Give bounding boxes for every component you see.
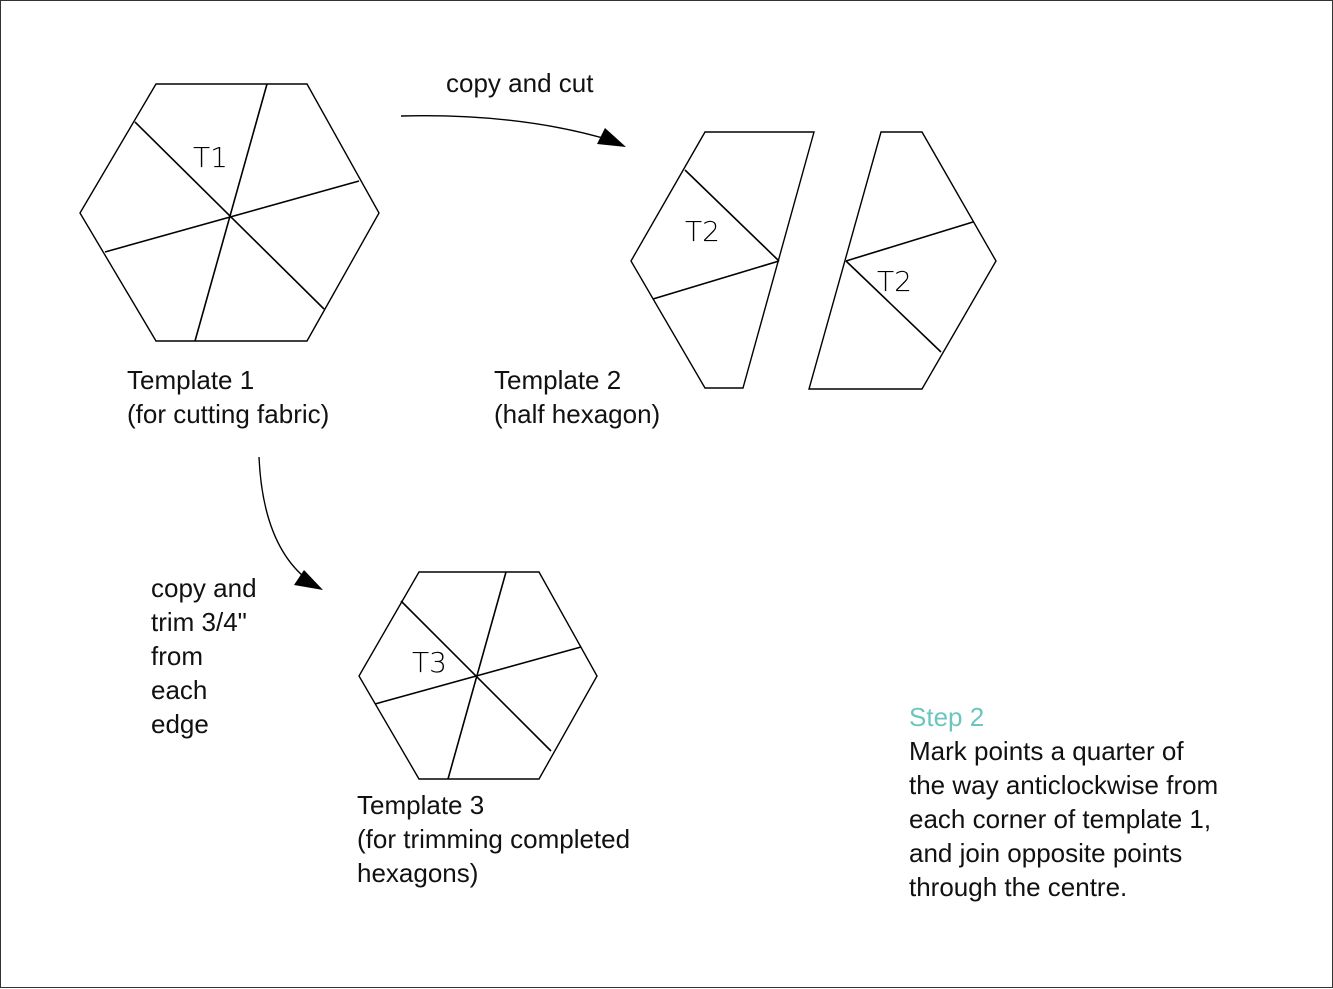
t2-right-label: T2: [877, 265, 912, 298]
hexagon-outline-1: [79, 83, 380, 342]
cut-line-1b: [104, 180, 360, 253]
hexagon-outline-3: [358, 571, 598, 780]
copy-cut-arrow-line: [400, 115, 614, 142]
cut-line-2b: [652, 260, 780, 300]
copy-trim-arrow-head: [294, 570, 323, 590]
copy-trim-arrow-line: [258, 456, 310, 582]
t2-left-label: T2: [685, 215, 720, 248]
copy-trim-arrow: [258, 456, 323, 590]
template-1-hexagon: T1: [79, 83, 380, 342]
cut-line-1c: [134, 121, 325, 310]
step-instructions: Mark points a quarter of the way anticlo…: [909, 736, 1219, 902]
half-hexagon-left-outline: [630, 131, 815, 389]
cut-line-3b: [374, 646, 582, 705]
template-1-caption: Template 1 (for cutting fabric): [127, 365, 330, 429]
step-heading: Step 2: [909, 702, 985, 732]
t3-label: T3: [412, 646, 447, 679]
template-3-hexagon: T3: [358, 571, 598, 780]
t1-label: T1: [193, 141, 228, 174]
template-2-caption: Template 2 (half hexagon): [494, 365, 661, 429]
cut-line-1a: [194, 83, 268, 342]
copy-and-cut-label: copy and cut: [446, 68, 594, 98]
copy-cut-arrow: [400, 115, 626, 147]
copy-and-trim-label: copy and trim 3/4" from each edge: [151, 573, 257, 739]
template-2-right: T2: [808, 131, 997, 390]
copy-cut-arrow-head: [597, 128, 626, 147]
cut-line-3c: [400, 600, 552, 752]
template-2-left: T2: [630, 131, 815, 389]
template-3-caption: Template 3 (for trimming completed hexag…: [357, 790, 631, 888]
cut-line-2a: [684, 169, 780, 262]
cut-line-2c: [845, 221, 974, 262]
half-hexagon-right-outline: [808, 131, 997, 390]
cut-line-2d: [845, 260, 942, 353]
